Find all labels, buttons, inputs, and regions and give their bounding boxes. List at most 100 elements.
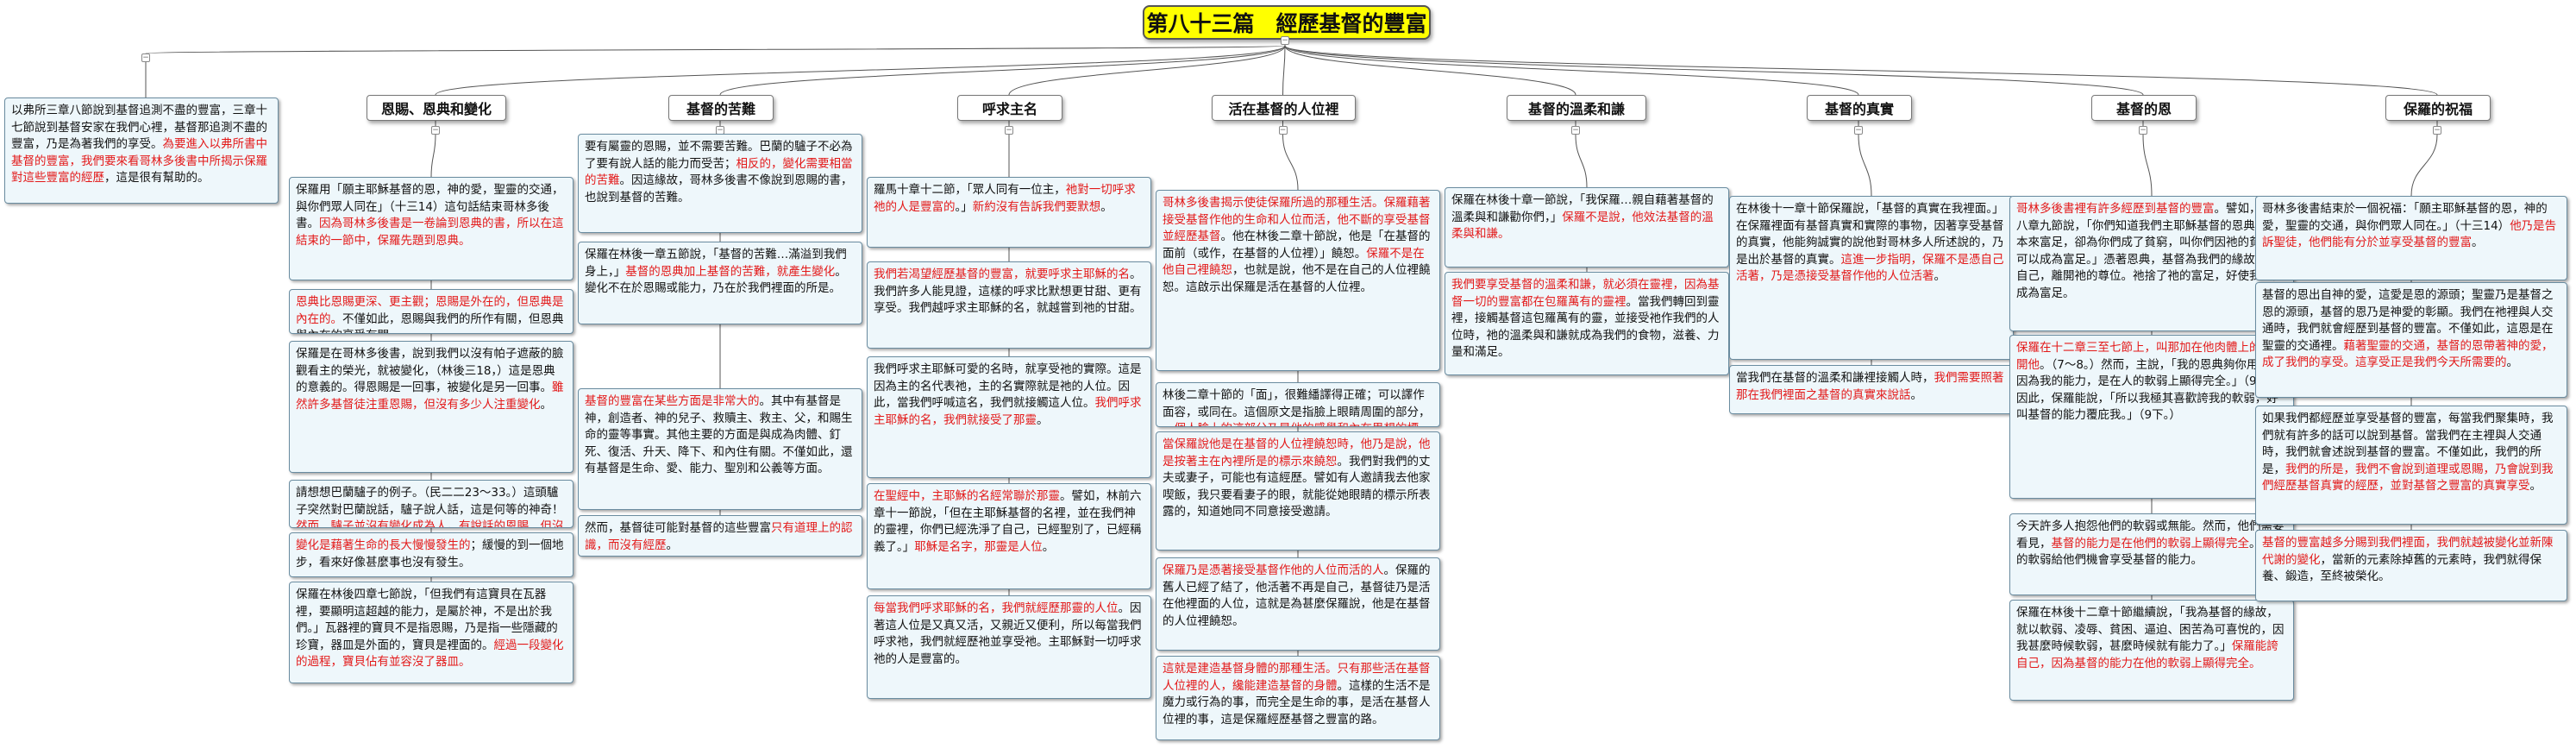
topic-8[interactable]: 保羅的祝福 — [2385, 95, 2491, 121]
body-text: 。保羅的舊人已經了結了，他活著不再是自己，基督徒乃是活在他裡面的人位，這就是為甚… — [1163, 563, 1431, 628]
body-text: 。譬如，林前六章十一節說，「但在主耶穌基督的名裡，並在我們神的靈裡，你們已經洗淨… — [874, 489, 1142, 554]
body-text: ；緩慢的到一個地步，看來好像甚麼事也沒有發生。 — [296, 538, 564, 569]
connector-topic-card — [1858, 134, 1872, 197]
body-text: 。 — [2529, 479, 2542, 493]
highlight-text: 變化是藉著生命的長大慢慢發生的 — [296, 538, 471, 552]
note-card: 恩典比恩賜更深、更主觀；恩賜是外在的，但恩典是內在的。不僅如此，恩賜與我們的所作… — [289, 289, 573, 334]
body-text: 今天許多人抱怨他們的軟弱或無能。然而，他們需要看見， — [2016, 519, 2285, 551]
body-text: 以弗所三章八節說到基督追測不盡的豐富，三章十七節說到基督安家在我們心裡，基督那追… — [11, 104, 267, 151]
highlight-text: 我們呼求主耶穌的名，我們就接受了那靈 — [874, 396, 1142, 427]
body-text: 。當我們轉回到靈裡，接觸基督這包羅萬有的靈，並接受祂作我們的人位時，祂的溫柔與和… — [1451, 294, 1720, 360]
connector-root-intro — [145, 45, 1286, 54]
body-text: 。因著這人位是又真又活，又親近又便利，所以每當我們呼求祂，我們就經歷祂並享受祂。… — [874, 601, 1142, 666]
body-text: 保羅是在哥林多後書，說到我們以沒有帕子遮蔽的臉觀看主的榮光，就被變化，（林後三1… — [296, 347, 564, 394]
highlight-text: 這就是建造基督身體的那種生活。只有那些活在基督人位裡的人，纔能建造基督的身體 — [1163, 662, 1431, 693]
collapse-toggle[interactable]: − — [2139, 126, 2147, 135]
highlight-text: 基督的能力是在他們的軟弱上顯得完全 — [2051, 536, 2250, 551]
topic-label: 呼求主名 — [981, 101, 1037, 117]
topic-3[interactable]: 呼求主名 — [957, 95, 1062, 121]
body-text: 羅馬十章十二節，「眾人同有一位主， — [874, 183, 1066, 197]
note-card: 每當我們呼求耶穌的名，我們就經歷那靈的人位。因著這人位是又真又活，又親近又便利，… — [867, 595, 1151, 699]
body-text: 我們呼求主耶穌可愛的名時，就享受祂的實際。這是因為主的名代表祂，主的名實際就是祂… — [874, 362, 1142, 410]
body-text: 。 — [2506, 355, 2519, 369]
note-card: 保羅在林後十二章十節繼續說，「我為基督的緣故，就以軟弱、凌辱、貧困、逼迫、困苦為… — [2009, 600, 2294, 701]
connector-topic-card — [2142, 134, 2153, 197]
highlight-text: 保羅不是在他自己裡饒恕 — [1163, 246, 1425, 278]
highlight-text: 保羅能誇自己，因為基督的能力在他的軟弱上顯得完全。 — [2016, 639, 2278, 670]
collapse-toggle[interactable]: − — [431, 126, 440, 135]
body-text: 要有屬靈的恩賜，並不需要苦難。巴蘭的驢子不必為了要有說人話的能力而受苦； — [585, 140, 853, 171]
body-text: 。 — [540, 397, 553, 412]
note-card: 保羅乃是憑著接受基督作他的人位而活的人。保羅的舊人已經了結了，他活著不再是自己，… — [1156, 557, 1440, 651]
highlight-text: 一個人臉上的這部分乃是他的感覺和內在思想的標示 — [1163, 422, 1419, 426]
body-text: 。其中有基督是神，創造者、神的兒子、救贖主、救主、父，和賜生命的靈等事實。其他主… — [585, 394, 853, 475]
intro-note: 以弗所三章八節說到基督追測不盡的豐富，三章十七節說到基督安家在我們心裡，基督那追… — [4, 98, 279, 204]
collapse-toggle[interactable]: − — [1278, 126, 1288, 135]
note-card: 哥林多後書結束於一個祝福：「願主耶穌基督的恩，神的愛，聖靈的交通，與你們眾人同在… — [2255, 196, 2567, 280]
body-text: 保羅在林後一章五節說，「基督的苦難…滿溢到我們身上，」 — [585, 248, 847, 279]
body-text: 保羅在林後四章七節說，「但我們有這寶貝在瓦器裡，要顯明這超越的能力，是屬於神，不… — [296, 588, 558, 652]
topic-7[interactable]: 基督的恩 — [2091, 95, 2197, 121]
note-card: 我們若渴望經歷基督的豐富，就要呼求主耶穌的名。我們許多人能見證，這樣的呼求比默想… — [867, 261, 1151, 349]
note-card: 林後二章十節的「面」，很難繙譯得正確；可以譯作面容，或同在。這個原文是指臉上眼睛… — [1156, 382, 1440, 427]
collapse-toggle[interactable]: − — [2433, 126, 2441, 135]
topic-6[interactable]: 基督的真實 — [1807, 95, 1912, 121]
note-card: 我們呼求主耶穌可愛的名時，就享受祂的實際。這是因為主的名代表祂，主的名實際就是祂… — [867, 356, 1151, 478]
note-card: 哥林多後書裡有許多經歷到基督的豐富。譬如，林後八章九節說，「你們知道我們主耶穌基… — [2009, 196, 2294, 331]
highlight-text: 在聖經中，主耶穌的名經常聯於那靈 — [874, 489, 1060, 503]
body-text: 請想想巴蘭驢子的例子。（民二二23～33。）這頭驢子突然對巴蘭說話，驢子說人話，… — [296, 486, 564, 517]
note-card: 哥林多後書揭示使徒保羅所過的那種生活。保羅藉著接受基督作他的生命和人位而活，他不… — [1156, 190, 1440, 371]
note-card: 保羅是在哥林多後書，說到我們以沒有帕子遮蔽的臉觀看主的榮光，就被變化，（林後三1… — [289, 341, 573, 473]
collapse-toggle[interactable]: − — [1005, 126, 1013, 135]
body-text: 保羅用「願主耶穌基督的恩，神的愛，聖靈的交通，與你們眾人同在」（十三14）這句話… — [296, 183, 564, 230]
note-card: 保羅用「願主耶穌基督的恩，神的愛，聖靈的交通，與你們眾人同在」（十三14）這句話… — [289, 177, 573, 280]
topic-1[interactable]: 恩賜、恩典和變化 — [367, 95, 506, 121]
highlight-text: 每當我們呼求耶穌的名，我們就經歷那靈的人位 — [874, 601, 1119, 615]
root-topic[interactable]: 第八十三篇 經歷基督的豐富 — [1143, 5, 1431, 40]
note-card: 基督的豐富在某些方面是非常大的。其中有基督是神，創造者、神的兒子、救贖主、救主、… — [578, 388, 862, 510]
note-card: 變化是藉著生命的長大慢慢發生的；緩慢的到一個地步，看來好像甚麼事也沒有發生。 — [289, 532, 573, 577]
note-card: 羅馬十章十二節，「眾人同有一位主，祂對一切呼求祂的人是豐富的。」新約沒有告訴我們… — [867, 177, 1151, 248]
connector-root-topic — [435, 45, 1286, 96]
body-text: 。 — [1100, 199, 1113, 214]
collapse-toggle[interactable]: − — [1854, 126, 1863, 135]
topic-5[interactable]: 基督的溫柔和謙 — [1507, 95, 1646, 121]
collapse-toggle-root[interactable]: − — [1281, 36, 1289, 45]
body-text: 不僅如此，恩賜與我們的所作有關，但恩典與內在的享受有關。 — [296, 311, 564, 334]
note-card: 保羅在林後四章七節說，「但我們有這寶貝在瓦器裡，要顯明這超越的能力，是屬於神，不… — [289, 582, 573, 683]
body-text: 。這樣的生活不是魔力或行為的事，而完全是生命的事，是活在基督人位裡的事，這是保羅… — [1163, 678, 1431, 727]
topic-label: 基督的苦難 — [686, 101, 755, 117]
topic-label: 基督的真實 — [1824, 101, 1894, 117]
note-card: 這就是建造基督身體的那種生活。只有那些活在基督人位裡的人，纔能建造基督的身體。這… — [1156, 656, 1440, 740]
body-text: 哥林多後書結束於一個祝福：「願主耶穌基督的恩，神的愛，聖靈的交通，與你們眾人同在… — [2262, 202, 2548, 233]
connector-root-topic — [1284, 45, 1859, 96]
note-card: 保羅在十二章三至七節上，叫那加在他肉體上的刺離開他。（7～8。）然而，主說，「我… — [2009, 335, 2294, 499]
body-text: 在林後十一章十節保羅說，「基督的真實在我裡面。」在保羅裡面有基督真實和實際的事物… — [1736, 202, 2004, 267]
topic-label: 恩賜、恩典和變化 — [380, 101, 492, 117]
highlight-text: 祂對一切呼求祂的人是豐富的 — [874, 183, 1136, 214]
highlight-text: 藉著聖靈的交通，基督的恩帶著神的愛，成了我們的享受。這享受正是我們今天所需要的 — [2262, 338, 2554, 370]
highlight-text: 基督的豐富在某些方面是非常大的 — [585, 394, 760, 408]
highlight-text: 然而，驢子並沒有變化成為人。有說話的恩賜，但沒有任何的變化 — [296, 519, 564, 528]
body-text: 。我們對我們的丈夫或妻子，可能也有這經歷。譬如有人邀請我去他家喫飯，我只要看妻子… — [1163, 454, 1431, 519]
body-text: 。他在林後二章十節說，他是「在基督的面前（或作，在基督的人位裡）」饒恕。 — [1163, 230, 1431, 261]
topic-4[interactable]: 活在基督的人位裡 — [1212, 95, 1356, 121]
connector-topic-card — [2410, 134, 2438, 197]
highlight-text: 保羅在十二章三至七節上，叫那加在他肉體上的刺離開他 — [2016, 341, 2285, 372]
collapse-toggle-intro[interactable]: − — [141, 53, 150, 62]
body-text: 。 — [1934, 269, 1946, 283]
body-text: ，當新的元素除掉舊的元素時，我們就得保養、鍛造，至終被榮化。 — [2262, 552, 2542, 584]
topic-label: 基督的溫柔和謙 — [1527, 101, 1625, 117]
collapse-toggle[interactable]: − — [1571, 126, 1580, 135]
highlight-text: 基督的恩典加上基督的苦難，就產生變化 — [625, 264, 836, 279]
body-text: 保羅在林後十二章十節繼續說，「我為基督的緣故，就以軟弱、凌辱、貧困、逼迫、困苦為… — [2016, 606, 2285, 653]
body-text: ，也就是說，他不是在自己的人位裡饒恕。這啟示出保羅是活在基督的人位裡。 — [1163, 263, 1431, 294]
body-text: 。我們許多人能見證，這樣的呼求比默想更甘甜、更有享受。我們越呼求主耶穌的名，就越… — [874, 267, 1142, 315]
note-card: 在聖經中，主耶穌的名經常聯於那靈。譬如，林前六章十一節說，「但在主耶穌基督的名裡… — [867, 483, 1151, 589]
topic-2[interactable]: 基督的苦難 — [668, 95, 774, 121]
note-card: 今天許多人抱怨他們的軟弱或無能。然而，他們需要看見，基督的能力是在他們的軟弱上顯… — [2009, 513, 2294, 595]
note-card: 在林後十一章十節保羅說，「基督的真實在我裡面。」在保羅裡面有基督真實和實際的事物… — [1729, 196, 2014, 360]
highlight-text: 我們要享受基督的溫柔和謙，就必須在靈裡，因為基督一切的豐富都在包羅萬有的靈裡 — [1451, 278, 1720, 309]
highlight-text: 基督的豐富越多分賜到我們裡面，我們就越被變化並新陳代謝的變化 — [2262, 536, 2554, 567]
